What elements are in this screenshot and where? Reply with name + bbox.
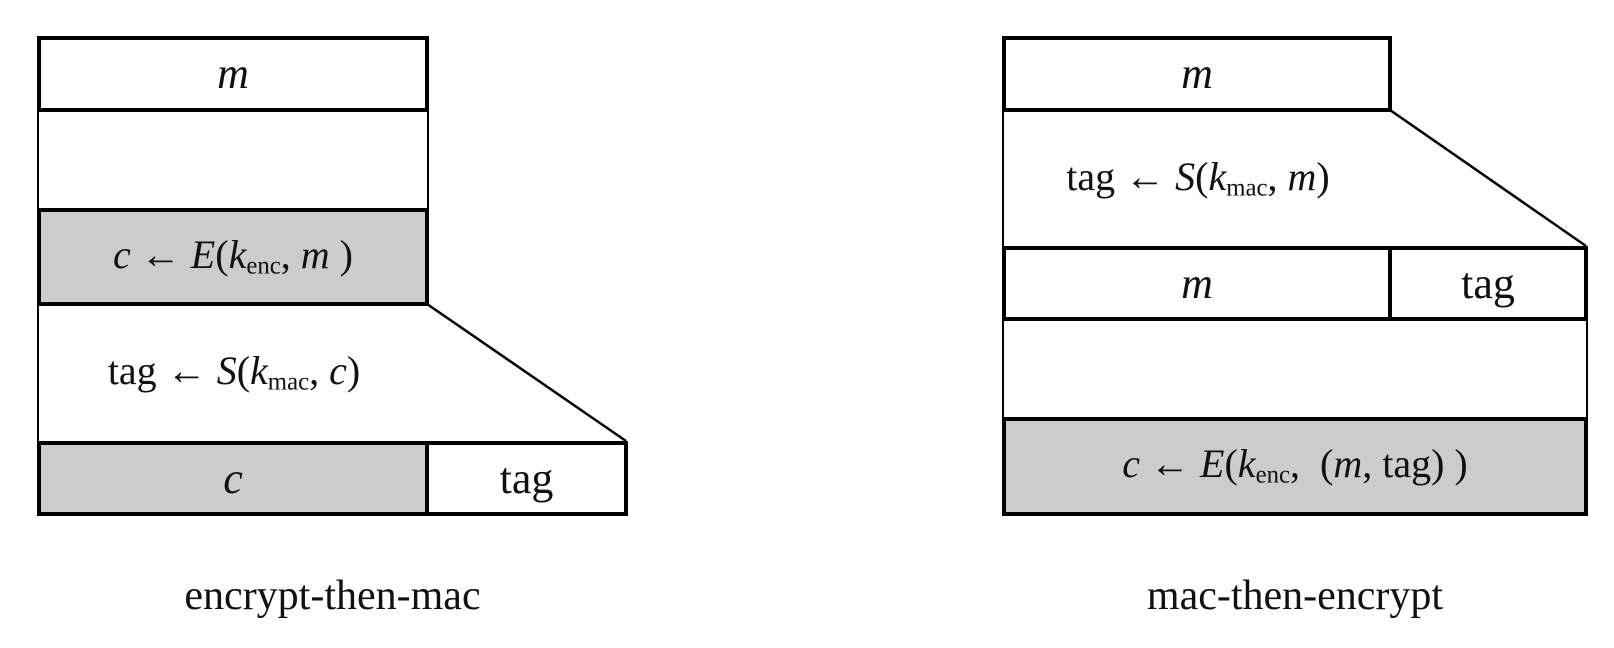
etm-tag-label: tag bbox=[499, 453, 554, 503]
etm-sign-region: tag ← S(kmac, c) bbox=[37, 306, 429, 441]
mte-tagged-message-cell: m bbox=[1002, 246, 1392, 321]
mte-sign-formula: tag ← S(kmac, m) bbox=[1066, 153, 1330, 202]
etm-encrypt-box: c ← E(kenc, m ) bbox=[37, 208, 429, 306]
etm-sign-formula: tag ← S(kmac, c) bbox=[107, 348, 361, 396]
etm-encrypt-formula: c ← E(kenc, m ) bbox=[113, 231, 353, 280]
etm-spacer-region bbox=[37, 112, 429, 208]
etm-ciphertext-cell: c bbox=[37, 441, 429, 516]
etm-ciphertext-label: c bbox=[223, 453, 243, 503]
etm-diagonal-line bbox=[426, 302, 627, 443]
mte-encrypt-box: c ← E(kenc, (m, tag) ) bbox=[1002, 417, 1588, 516]
etm-tag-cell: tag bbox=[425, 441, 628, 516]
mte-message-label: m bbox=[1181, 49, 1213, 98]
mte-tagged-tag-label: tag bbox=[1461, 258, 1515, 308]
etm-message-label: m bbox=[217, 49, 249, 98]
etm-message-box: m bbox=[37, 36, 429, 112]
mte-spacer-region bbox=[1002, 321, 1588, 417]
etm-caption: encrypt-then-mac bbox=[184, 573, 481, 619]
mte-tagged-message-label: m bbox=[1181, 258, 1213, 308]
mte-encrypt-formula: c ← E(kenc, (m, tag) ) bbox=[1122, 441, 1468, 489]
mte-diagonal-line bbox=[1389, 108, 1587, 248]
mte-message-box: m bbox=[1002, 36, 1392, 112]
mte-caption: mac-then-encrypt bbox=[1146, 573, 1444, 619]
mte-sign-region: tag ← S(kmac, m) bbox=[1002, 112, 1392, 246]
mte-tagged-tag-cell: tag bbox=[1388, 246, 1588, 321]
